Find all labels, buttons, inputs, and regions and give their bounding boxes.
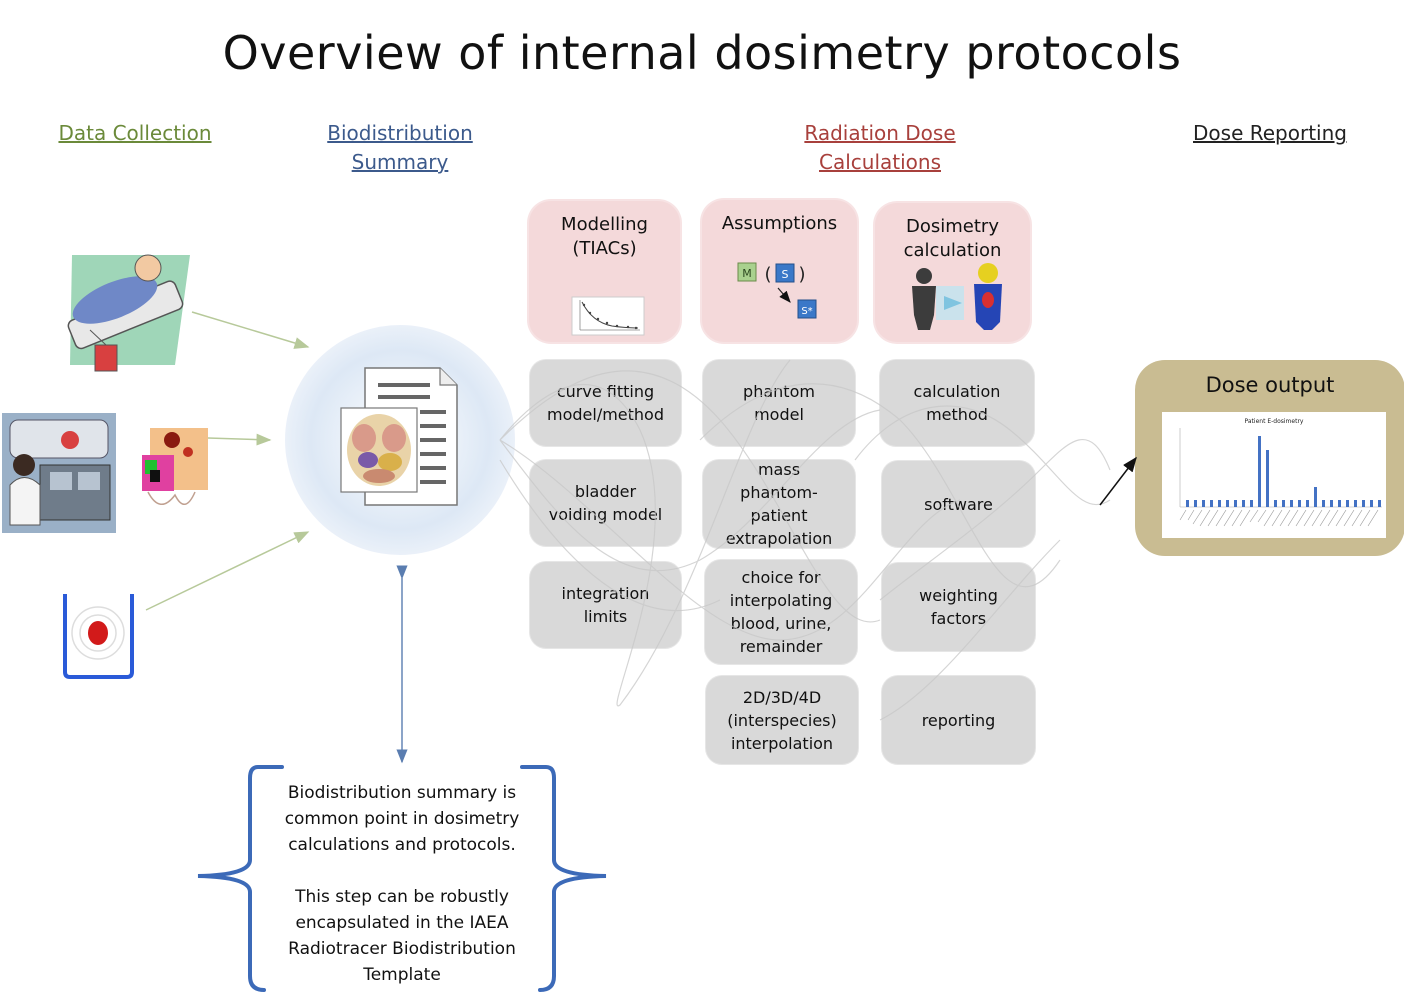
pet-scan-image-icon: [142, 428, 208, 505]
patient-bed-icon: [67, 254, 190, 372]
svg-text:): ): [798, 264, 805, 285]
dose-chart-title: Patient E-dosimetry: [1245, 418, 1304, 425]
arrow-patient-to-summary: [191, 311, 310, 349]
dose-bar: [1186, 500, 1189, 507]
dose-bar: [1266, 450, 1269, 507]
reporting-box: reporting: [882, 676, 1035, 764]
dose-bar: [1242, 500, 1245, 507]
modelling-box: Modelling (TIACs): [529, 201, 680, 342]
tiac-curve-icon: [571, 296, 645, 336]
arrow-imaging-to-summary: [207, 433, 272, 446]
dose-bar: [1362, 500, 1365, 507]
dose-bar: [1298, 500, 1301, 507]
dose-bar: [1370, 500, 1373, 507]
header-data-collection: Data Collection: [58, 121, 212, 145]
dosimetry-phantom-icon: [912, 263, 1002, 330]
well-counter-icon: [63, 594, 134, 679]
dose-bar: [1306, 500, 1309, 507]
dose-chart-background: [1162, 412, 1386, 538]
dose-bar: [1274, 500, 1277, 507]
dose-bar: [1218, 500, 1221, 507]
arrow-counter-to-summary: [145, 531, 310, 611]
dose-bar: [1378, 500, 1381, 507]
scanner-operator-icon: [2, 413, 116, 533]
svg-text:M: M: [742, 267, 752, 280]
dose-chart-tick-marks: [1179, 509, 1379, 527]
interspecies-interpolation-box: 2D/3D/4D(interspecies)interpolation: [706, 676, 858, 764]
svg-text:S: S: [782, 268, 789, 281]
note-brackets: [197, 765, 607, 992]
dose-bar: [1250, 500, 1253, 507]
dose-bar: [1338, 500, 1341, 507]
dose-bar: [1210, 500, 1213, 507]
dose-bar: [1258, 436, 1261, 507]
dose-bar: [1346, 500, 1349, 507]
dose-chart-bars: [1186, 436, 1381, 507]
svg-text:S*: S*: [801, 306, 812, 317]
faint-connector-curves: [499, 359, 1111, 721]
dose-output-title: Dose output: [1205, 373, 1335, 397]
dose-bar: [1290, 500, 1293, 507]
assumptions-cubes-icon: M ( S ) S*: [737, 262, 817, 319]
page-title: Overview of internal dosimetry protocols: [222, 26, 1182, 80]
header-dose-reporting: Dose Reporting: [1193, 121, 1347, 145]
dose-bar: [1322, 500, 1325, 507]
dose-bar: [1194, 500, 1197, 507]
dose-bar: [1330, 500, 1333, 507]
dose-bar: [1282, 500, 1285, 507]
arrow-to-dose-output: [1099, 456, 1137, 506]
header-biodistribution-summary: Biodistribution Summary: [327, 121, 473, 174]
dose-bar: [1314, 487, 1317, 507]
header-radiation-dose-calculations: Radiation Dose Calculations: [804, 121, 956, 174]
svg-text:(: (: [764, 264, 771, 285]
dose-bar: [1354, 500, 1357, 507]
software-box: software: [882, 461, 1035, 547]
assumptions-box: Assumptions: [702, 200, 857, 342]
biodistribution-note: Biodistribution summary is common point …: [284, 783, 520, 985]
biodistribution-document-icon: [340, 367, 458, 506]
dose-bar: [1234, 500, 1237, 507]
dose-bar: [1202, 500, 1205, 507]
dose-output-chart: Patient E-dosimetry: [1162, 412, 1386, 538]
dose-bar: [1226, 500, 1229, 507]
